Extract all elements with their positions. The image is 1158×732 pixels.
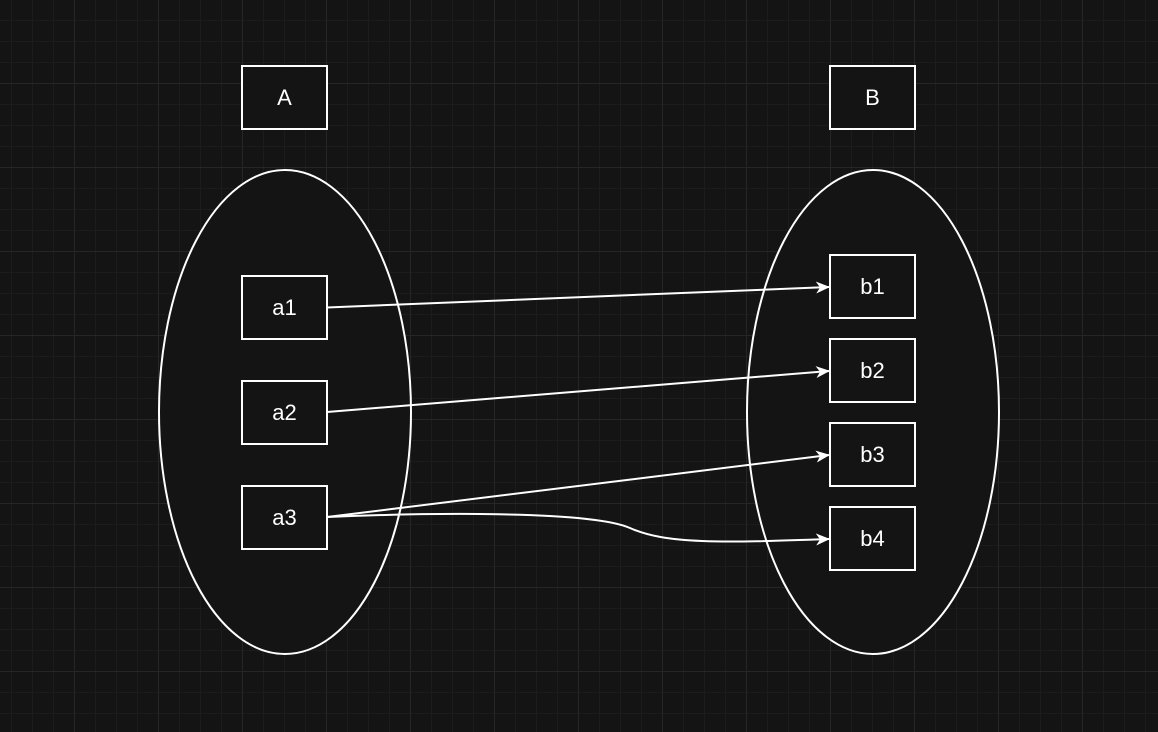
element-a2-label: a2: [272, 400, 296, 425]
mapping-edge-a3-b3[interactable]: [326, 450, 830, 518]
element-b1[interactable]: b1: [829, 254, 916, 319]
set-b-title-box[interactable]: B: [829, 65, 916, 130]
element-a3[interactable]: a3: [241, 485, 328, 550]
mapping-edge-a2-b2[interactable]: [326, 366, 830, 413]
element-a1[interactable]: a1: [241, 275, 328, 340]
element-b3[interactable]: b3: [829, 422, 916, 487]
element-b3-label: b3: [860, 442, 884, 467]
mapping-edge-a3-b4[interactable]: [326, 512, 830, 546]
mapping-edge-a1-b1[interactable]: [326, 281, 830, 309]
element-b1-label: b1: [860, 274, 884, 299]
set-b-title: B: [865, 85, 880, 110]
set-a-title: A: [277, 85, 292, 110]
element-b4-label: b4: [860, 526, 884, 551]
element-a3-label: a3: [272, 505, 296, 530]
element-b2-label: b2: [860, 358, 884, 383]
set-a-title-box[interactable]: A: [241, 65, 328, 130]
element-a2[interactable]: a2: [241, 380, 328, 445]
element-b4[interactable]: b4: [829, 506, 916, 571]
set-b-ellipse[interactable]: [746, 169, 1000, 655]
element-b2[interactable]: b2: [829, 338, 916, 403]
element-a1-label: a1: [272, 295, 296, 320]
